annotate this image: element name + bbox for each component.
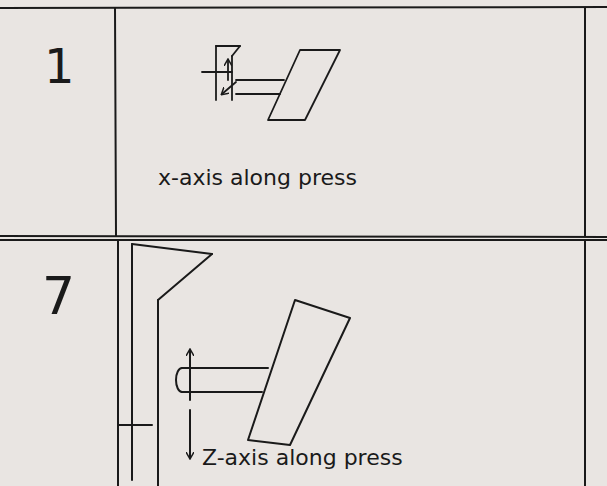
press-sketch-x [202, 46, 340, 120]
table-lines [0, 7, 607, 486]
row-caption: x-axis along press [158, 166, 357, 190]
row-number: 7 [42, 268, 75, 325]
row-caption: Z-axis along press [202, 446, 403, 470]
row-number: 1 [44, 40, 75, 93]
